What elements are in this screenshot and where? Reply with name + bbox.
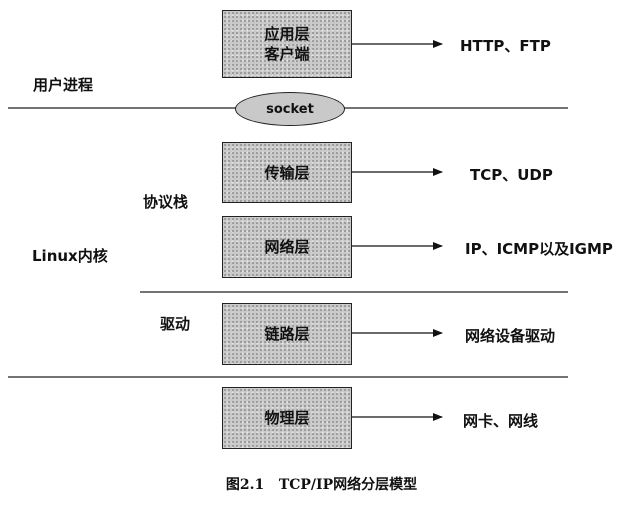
network-layer-box: 网络层 — [222, 216, 352, 278]
link-layer-label: 链路层 — [264, 325, 310, 343]
driver-label: 驱动 — [160, 315, 191, 333]
socket-label: socket — [266, 101, 314, 117]
link-layer-box: 链路层 — [222, 303, 352, 365]
protocol-stack-label: 协议栈 — [143, 193, 189, 211]
transport-layer-label: 传输层 — [264, 163, 310, 182]
socket-ellipse: socket — [235, 92, 345, 126]
network-layer-label: 网络层 — [264, 238, 310, 256]
application-protocols-label: HTTP、FTP — [460, 37, 551, 55]
application-layer-box: 应用层 客户端 — [222, 10, 352, 78]
physical-protocols-label: 网卡、网线 — [463, 412, 539, 430]
physical-layer-box: 物理层 — [222, 387, 352, 449]
transport-protocols-label: TCP、UDP — [470, 166, 553, 184]
figure-caption: 图2.1 TCP/IP网络分层模型 — [225, 477, 418, 493]
application-layer-label: 应用层 客户端 — [264, 25, 310, 63]
linux-kernel-label: Linux内核 — [32, 247, 108, 265]
physical-layer-label: 物理层 — [264, 409, 310, 427]
transport-layer-box: 传输层 — [222, 142, 352, 203]
network-protocols-label: IP、ICMP以及IGMP — [465, 240, 613, 258]
user-process-label: 用户进程 — [33, 76, 94, 94]
link-protocols-label: 网络设备驱动 — [465, 327, 556, 345]
